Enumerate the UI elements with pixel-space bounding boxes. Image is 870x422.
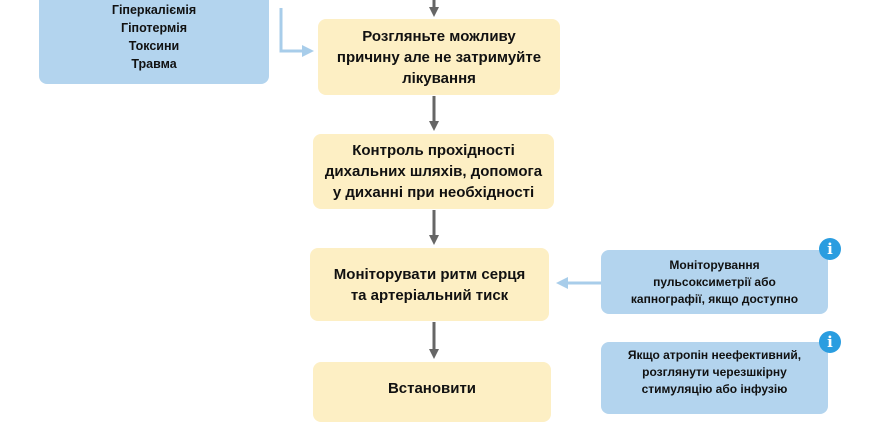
arrow-causes-to-step-1: [279, 8, 314, 57]
step-text-line: Встановити: [387, 380, 477, 397]
step-text-line: лікування: [402, 69, 476, 87]
step-text-line: дихальних шляхів, допомога: [324, 163, 543, 180]
cause-item: Токсини: [128, 39, 180, 53]
note-text-line: капнографії, якщо доступно: [630, 291, 799, 306]
note-text-line: стимуляцію або інфузію: [641, 382, 788, 396]
step-text-line: Розгляньте можливу: [362, 27, 516, 45]
note-text-line: Якщо атропін неефективний,: [627, 348, 802, 362]
cause-item: Гіперкаліємія: [111, 3, 197, 17]
step-text-line: та артеріальний тиск: [350, 286, 509, 304]
step-consider-cause: Розгляньте можливу причину але не затрим…: [318, 19, 560, 95]
cause-item: Травма: [131, 57, 177, 71]
connector-layer: [279, 0, 601, 359]
step-airway-control: Контроль прохідності дихальних шляхів, д…: [313, 134, 554, 209]
info-icon[interactable]: i: [819, 238, 841, 260]
step-text-line: Контроль прохідності: [352, 142, 515, 159]
note-text-line: пульсоксиметрії або: [653, 274, 776, 289]
info-icon[interactable]: i: [819, 331, 841, 353]
step-monitor-rhythm: Моніторувати ритм серця та артеріальний …: [310, 248, 549, 321]
monitoring-note-box: Моніторування пульсоксиметрії або капног…: [601, 250, 828, 314]
note-text-line: Моніторування: [669, 257, 760, 272]
reversible-causes-box: Гіперкаліємія Гіпотермія Токсини Травма: [39, 0, 269, 84]
step-text-line: причину але не затримуйте: [336, 48, 542, 66]
step-text-line: Моніторувати ритм серця: [333, 265, 526, 283]
note-text-line: розглянути черезшкірну: [642, 365, 787, 379]
cause-item: Гіпотермія: [121, 21, 187, 35]
atropine-note-box: Якщо атропін неефективний, розглянути че…: [601, 342, 828, 414]
step-establish: Встановити: [313, 362, 551, 422]
step-text-line: у диханні при необхідності: [332, 184, 535, 201]
